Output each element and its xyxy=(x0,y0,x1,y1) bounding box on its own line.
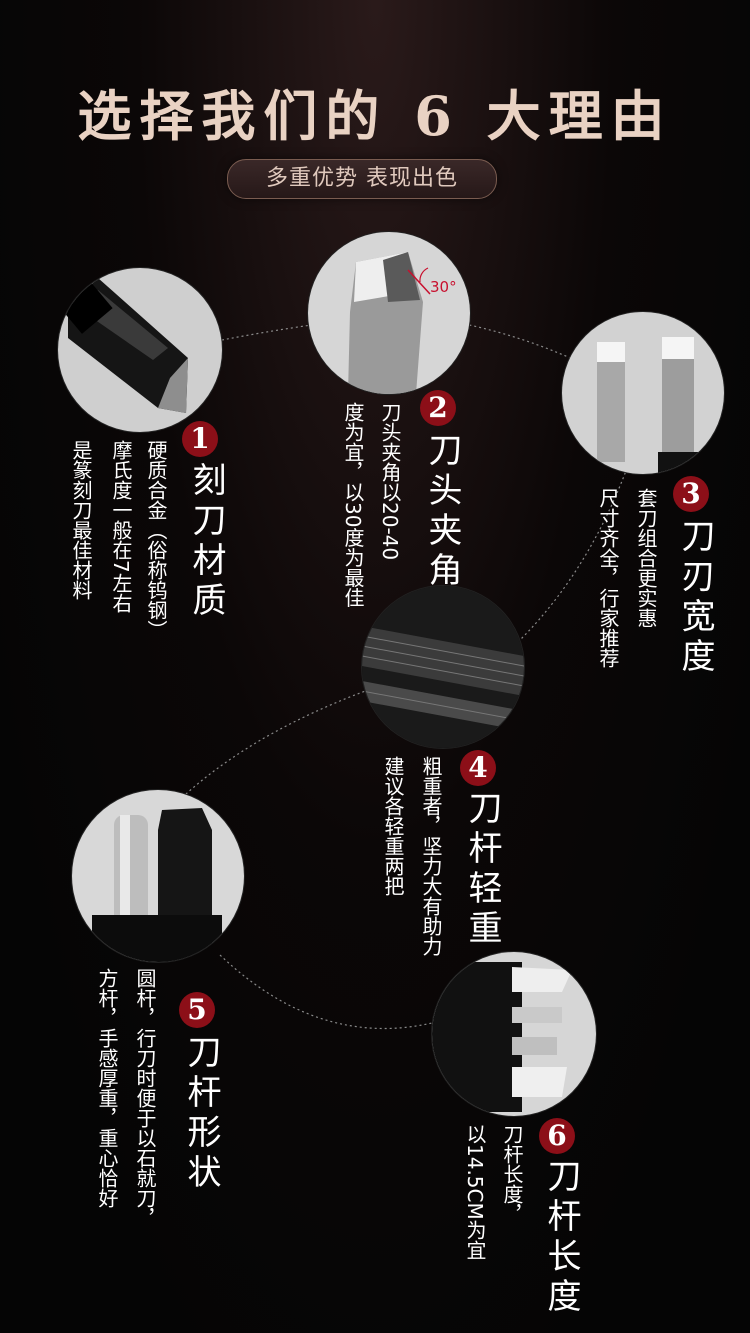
reason-3-badge: 3 xyxy=(673,476,709,512)
reason-2-line-1: 刀头夹角以20-40 xyxy=(378,402,402,561)
reason-3-line-1: 套刀组合更实惠 xyxy=(634,488,658,628)
reason-5-line-2: 方杆，手感厚重，重心恰好 xyxy=(95,968,119,1208)
reason-6-badge: 6 xyxy=(539,1118,575,1154)
reason-4-line-2: 建议各轻重两把 xyxy=(381,756,405,896)
handle-weight-image xyxy=(362,586,524,748)
reason-6-heading: 刀杆长度 xyxy=(541,1158,581,1318)
reason-1-line-1: 硬质合金（俗称钨钢） xyxy=(144,440,168,640)
angle-label: 30° xyxy=(430,278,457,296)
handle-length-image xyxy=(432,952,596,1116)
reason-5-heading: 刀杆形状 xyxy=(181,1034,221,1194)
reason-4-heading: 刀杆轻重 xyxy=(462,790,502,950)
reason-1-line-2: 摩氏度一般在7左右 xyxy=(109,440,133,613)
reason-2-line-2: 度为宜，以30度为最佳 xyxy=(341,402,365,608)
reason-1-heading: 刻刀材质 xyxy=(186,462,226,622)
reason-6-line-2: 以14.5CM为宜 xyxy=(463,1124,487,1260)
reason-4-badge: 4 xyxy=(460,750,496,786)
blade-material-image xyxy=(58,268,222,432)
reason-5-badge: 5 xyxy=(179,992,215,1028)
reason-1-line-3: 是篆刻刀最佳材料 xyxy=(69,440,93,600)
reason-3-line-2: 尺寸齐全，行家推荐 xyxy=(596,488,620,668)
blade-width-image xyxy=(562,312,724,474)
handle-shape-image xyxy=(72,790,244,962)
reason-1-badge: 1 xyxy=(182,421,218,457)
reason-3-heading: 刀刃宽度 xyxy=(675,518,715,678)
blade-angle-image: 30° xyxy=(308,232,470,394)
reason-4-line-1: 粗重者，坚力大有助力 xyxy=(419,756,443,956)
page-title: 选择我们的 6 大理由 xyxy=(77,84,673,148)
reason-2-badge: 2 xyxy=(420,390,456,426)
subtitle-pill: 多重优势 表现出色 xyxy=(227,159,497,199)
reason-6-line-1: 刀杆长度， xyxy=(500,1124,524,1224)
reason-5-line-1: 圆杆，行刀时便于以石就刀， xyxy=(133,968,157,1228)
reason-2-heading: 刀头夹角 xyxy=(422,432,462,592)
